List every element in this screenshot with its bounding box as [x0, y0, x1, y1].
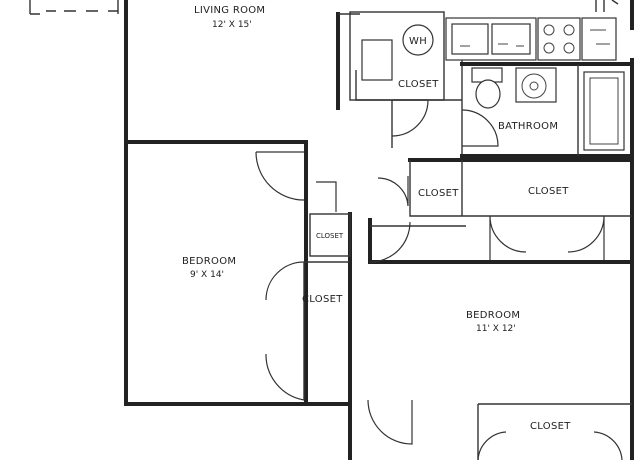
living-room-size: 12' X 15': [212, 20, 252, 30]
bottom-closet: CLOSET: [477, 403, 632, 460]
left-bedroom: CLOSET BEDROOM 9' X 14': [182, 151, 350, 401]
top-left-wall-fragment: [29, 0, 119, 15]
refrigerator: [581, 0, 619, 61]
small-closet-label: CLOSET: [316, 232, 344, 240]
wh-closet-label: CLOSET: [398, 79, 439, 90]
right-bedroom-name: BEDROOM: [466, 310, 520, 321]
right-bedroom: BEDROOM 11' X 12': [367, 310, 520, 445]
upper-right-closet-label: CLOSET: [528, 186, 569, 197]
bottom-closet-label: CLOSET: [530, 421, 571, 432]
left-bedroom-name: BEDROOM: [182, 256, 236, 267]
hall-doors: [391, 99, 499, 156]
left-bedroom-size: 9' X 14': [190, 270, 224, 280]
bathroom-label: BATHROOM: [498, 121, 558, 132]
small-closet: CLOSET: [309, 213, 351, 257]
wh-closet: WH CLOSET: [349, 11, 463, 101]
upper-right-closets: CLOSET CLOSET: [377, 158, 634, 262]
right-bedroom-size: 11' X 12': [476, 324, 516, 334]
water-heater-label: WH: [409, 36, 427, 47]
small-upper-closet-label: CLOSET: [418, 188, 459, 199]
living-room-name: LIVING ROOM: [194, 5, 265, 16]
stove: [537, 17, 581, 61]
left-bedroom-closet-label: CLOSET: [302, 294, 343, 305]
bathroom: BATHROOM: [460, 62, 634, 158]
kitchen-counter: [445, 17, 537, 61]
living-room-walls: [124, 12, 360, 406]
